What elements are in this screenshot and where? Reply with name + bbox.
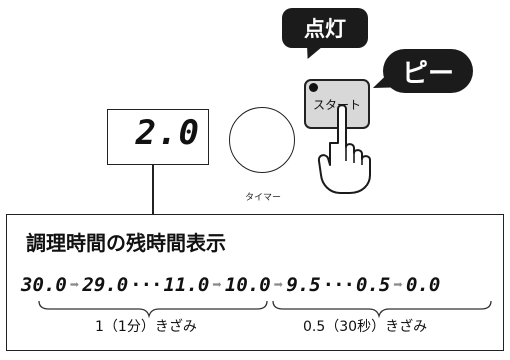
indicator-lamp: [309, 83, 318, 92]
arrow-right-icon: ➡: [212, 275, 222, 294]
arrow-right-icon: ➡: [393, 275, 403, 294]
lamp-callout: 点灯: [282, 8, 368, 48]
brace-lines: [38, 300, 492, 319]
timer-display: 2.0: [107, 109, 209, 165]
arrow-right-icon: ➡: [273, 275, 284, 294]
sequence-value: 0.5: [355, 273, 391, 296]
brace-one-minute: [38, 300, 268, 319]
beep-callout: ピー: [383, 49, 473, 93]
sequence-value: 0.0: [405, 273, 441, 296]
start-button-label: スタート: [312, 97, 361, 112]
sequence-ellipsis: ···: [322, 273, 355, 296]
timer-knob[interactable]: [229, 107, 295, 173]
sequence-value: 30.0: [21, 273, 67, 296]
timer-knob-label: タイマー: [244, 193, 281, 203]
countdown-sequence: 30.0➡29.0···11.0➡10.0➡9.5···0.5➡0.0: [21, 273, 440, 299]
group-label-one-minute: 1（1分）きざみ: [95, 319, 197, 335]
group-label-thirty-seconds: 0.5（30秒）きざみ: [303, 319, 428, 335]
sequence-value: 10.0: [224, 273, 271, 296]
sequence-value: 11.0: [163, 273, 210, 296]
info-title: 調理時間の残時間表示: [26, 231, 226, 255]
display-value: 2.0: [135, 113, 200, 153]
sequence-ellipsis: ···: [130, 273, 162, 296]
info-box: 調理時間の残時間表示 30.0➡29.0···11.0➡10.0➡9.5···0…: [6, 214, 504, 351]
pointing-hand-icon: [317, 104, 371, 194]
sequence-value: 9.5: [286, 273, 321, 296]
brace-thirty-seconds: [272, 300, 492, 319]
arrow-right-icon: ➡: [69, 275, 80, 294]
leader-line: [152, 165, 154, 215]
sequence-value: 29.0: [82, 273, 129, 296]
